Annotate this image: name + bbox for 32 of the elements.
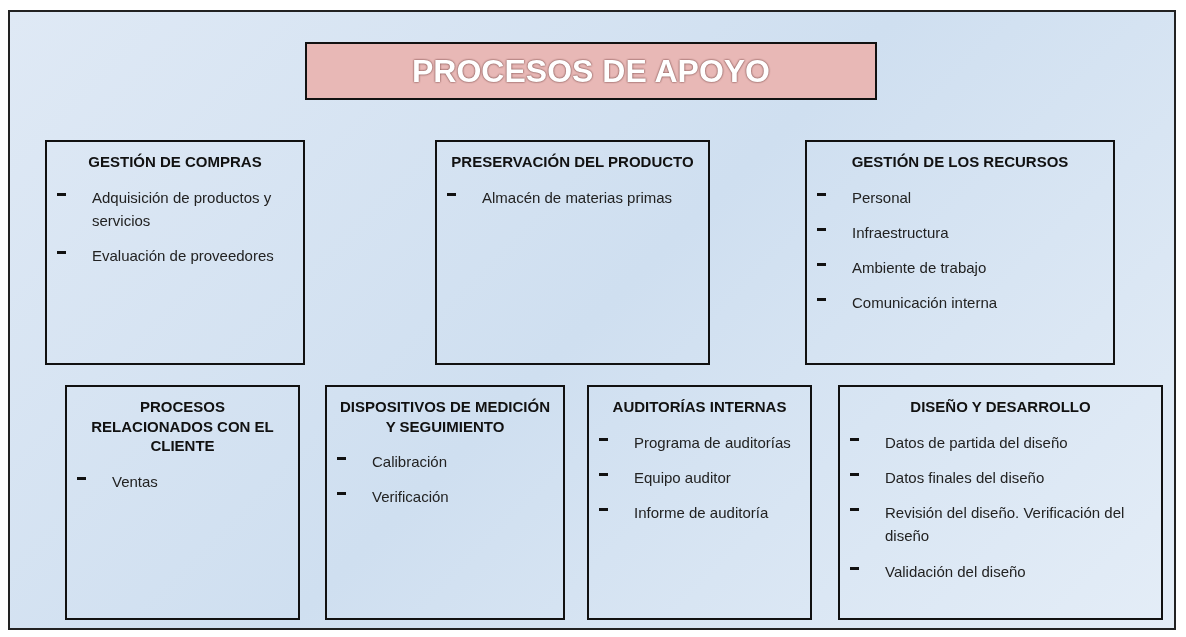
list-item: Ventas	[112, 471, 158, 492]
process-box	[435, 140, 710, 365]
box-heading: AUDITORÍAS INTERNAS	[611, 397, 788, 417]
process-box	[805, 140, 1115, 365]
list-item: Revisión del diseño. Verificación del diseño	[885, 503, 1126, 547]
box-heading: PROCESOS RELACIONADOS CON EL CLIENTE	[90, 397, 275, 456]
list-item: Evaluación de proveedores	[92, 246, 274, 266]
list-item: Ambiente de trabajo	[852, 258, 987, 278]
list-item: Informe de auditoría	[634, 503, 769, 523]
list-item: Programa de auditorías	[634, 432, 791, 453]
list-item: Adquisición de productos y servicios	[92, 187, 273, 231]
list-item: Personal	[852, 187, 912, 208]
list-item: Datos de partida del diseño	[885, 432, 1068, 453]
process-box	[45, 140, 305, 365]
box-heading: PRESERVACIÓN DEL PRODUCTO	[450, 152, 695, 172]
process-box	[65, 385, 300, 620]
list-item: Verificación	[372, 487, 449, 508]
box-heading: GESTIÓN DE LOS RECURSOS	[850, 152, 1070, 172]
box-heading: DISPOSITIVOS DE MEDICIÓN Y SEGUIMIENTO	[339, 397, 551, 436]
list-item: Infraestructura	[852, 222, 949, 243]
list-item: Comunicación interna	[852, 293, 998, 314]
title-banner: PROCESOS DE APOYO	[305, 42, 877, 100]
process-box	[325, 385, 565, 620]
list-item: Calibración	[372, 452, 448, 472]
list-item: Datos finales del diseño	[885, 467, 1045, 488]
box-heading: DISEÑO Y DESARROLLO	[909, 397, 1092, 417]
process-box	[587, 385, 812, 620]
list-item: Almacén de materias primas	[482, 187, 673, 208]
list-item: Validación del diseño	[885, 561, 1026, 582]
list-item: Equipo auditor	[634, 467, 731, 488]
box-heading: GESTIÓN DE COMPRAS	[87, 152, 263, 172]
process-box	[838, 385, 1163, 620]
